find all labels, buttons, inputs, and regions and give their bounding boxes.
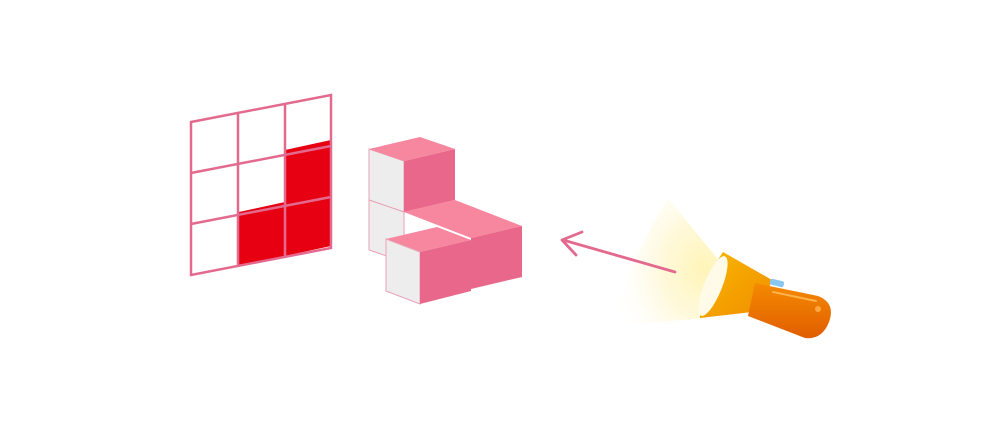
flashlight-button	[769, 278, 785, 288]
cube-face-top	[386, 227, 471, 252]
grid-line	[190, 195, 332, 226]
cube-face-top	[369, 137, 455, 161]
flashlight-body	[748, 283, 831, 339]
cube-face-right	[471, 226, 522, 289]
flashlight-icon	[698, 252, 831, 339]
flashlight-end-cap	[815, 306, 821, 312]
cube-stack-icon	[368, 137, 522, 305]
grid-cell-filled	[285, 192, 331, 256]
cube-face-right	[420, 240, 471, 304]
projection-grid-icon	[189, 93, 333, 277]
light-beam	[612, 198, 720, 326]
cube-face-top	[404, 200, 522, 238]
grid-line	[190, 144, 332, 175]
grid-cell-filled	[239, 202, 285, 266]
arrow-left-icon	[560, 230, 677, 274]
flashlight-highlight	[772, 291, 817, 302]
cube-face-right	[404, 149, 455, 212]
grid-cell-filled	[285, 140, 331, 204]
flashlight-lens	[698, 256, 728, 316]
